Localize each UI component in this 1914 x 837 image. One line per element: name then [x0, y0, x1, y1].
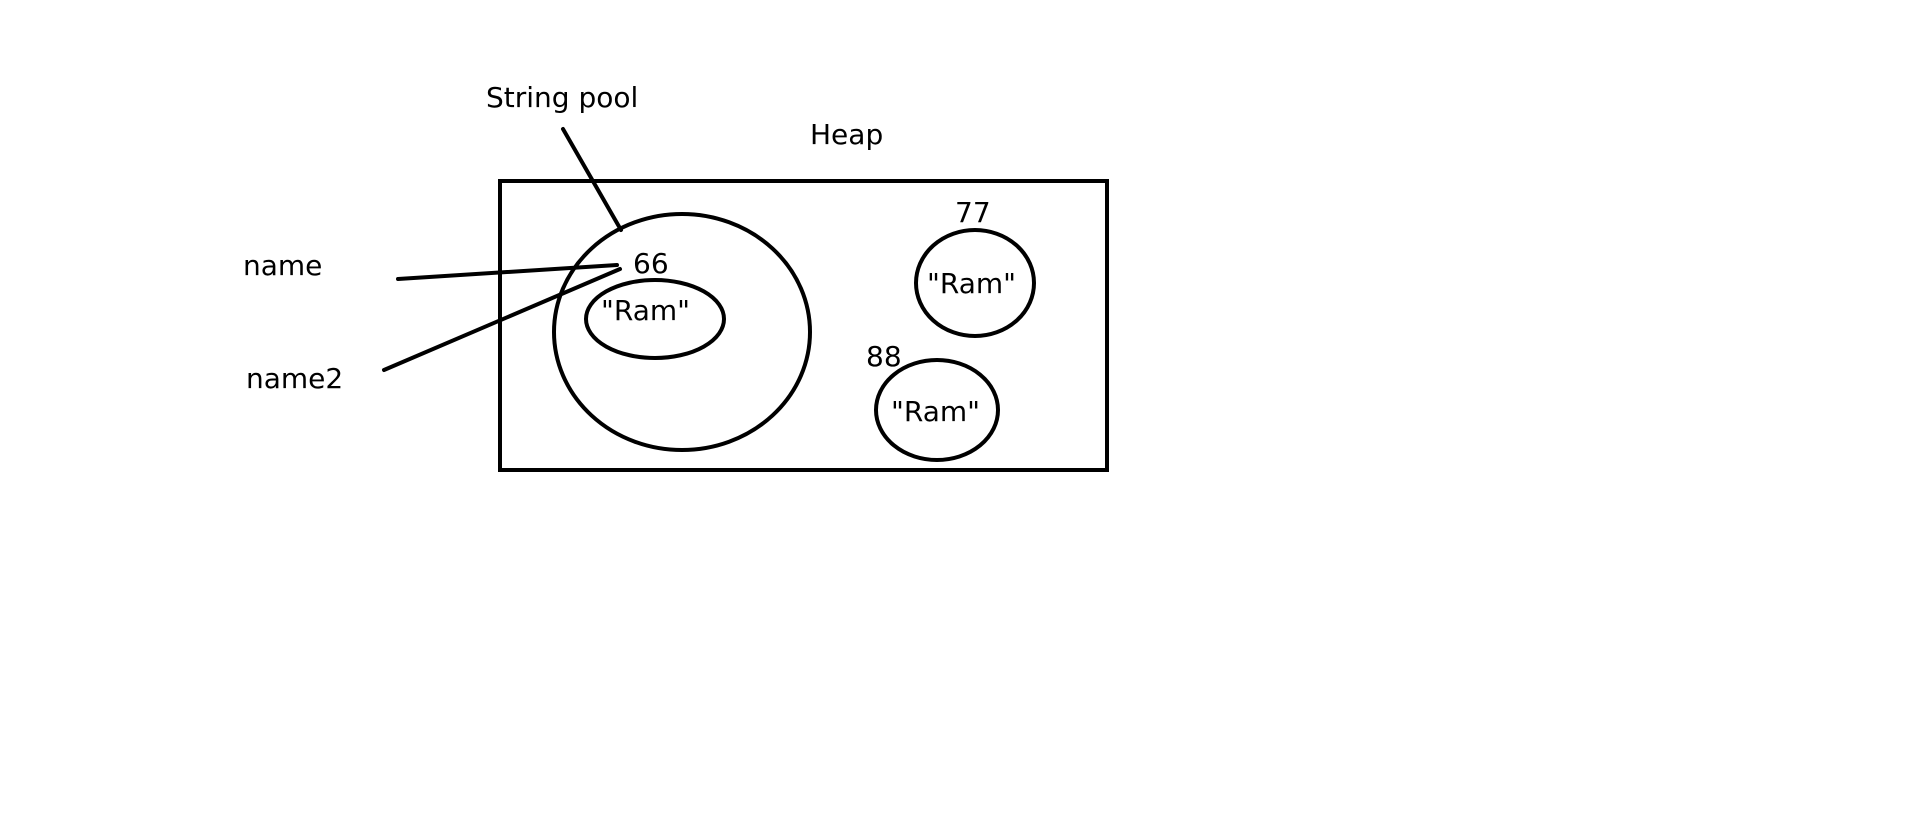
variable-name-label: name: [243, 249, 322, 282]
address-88-label: 88: [866, 340, 902, 373]
pool-string-object: [584, 278, 726, 360]
address-77-label: 77: [955, 196, 991, 229]
string-pool-label: String pool: [486, 81, 638, 114]
variable-name2-label: name2: [246, 362, 343, 395]
heap-string-a-value: "Ram": [927, 267, 1016, 300]
heap-string-b-value: "Ram": [891, 395, 980, 428]
heap-string-object-a: [914, 228, 1036, 338]
heap-label: Heap: [810, 118, 883, 151]
string-pool-pointer: [561, 127, 623, 232]
name-reference-line: [396, 263, 619, 281]
address-66-label: 66: [633, 247, 669, 280]
heap-string-object-b: [874, 358, 1000, 462]
name2-reference-line: [382, 267, 622, 372]
heap-box: [498, 179, 1109, 472]
string-pool-circle: [552, 212, 812, 452]
pool-string-value: "Ram": [601, 294, 690, 327]
